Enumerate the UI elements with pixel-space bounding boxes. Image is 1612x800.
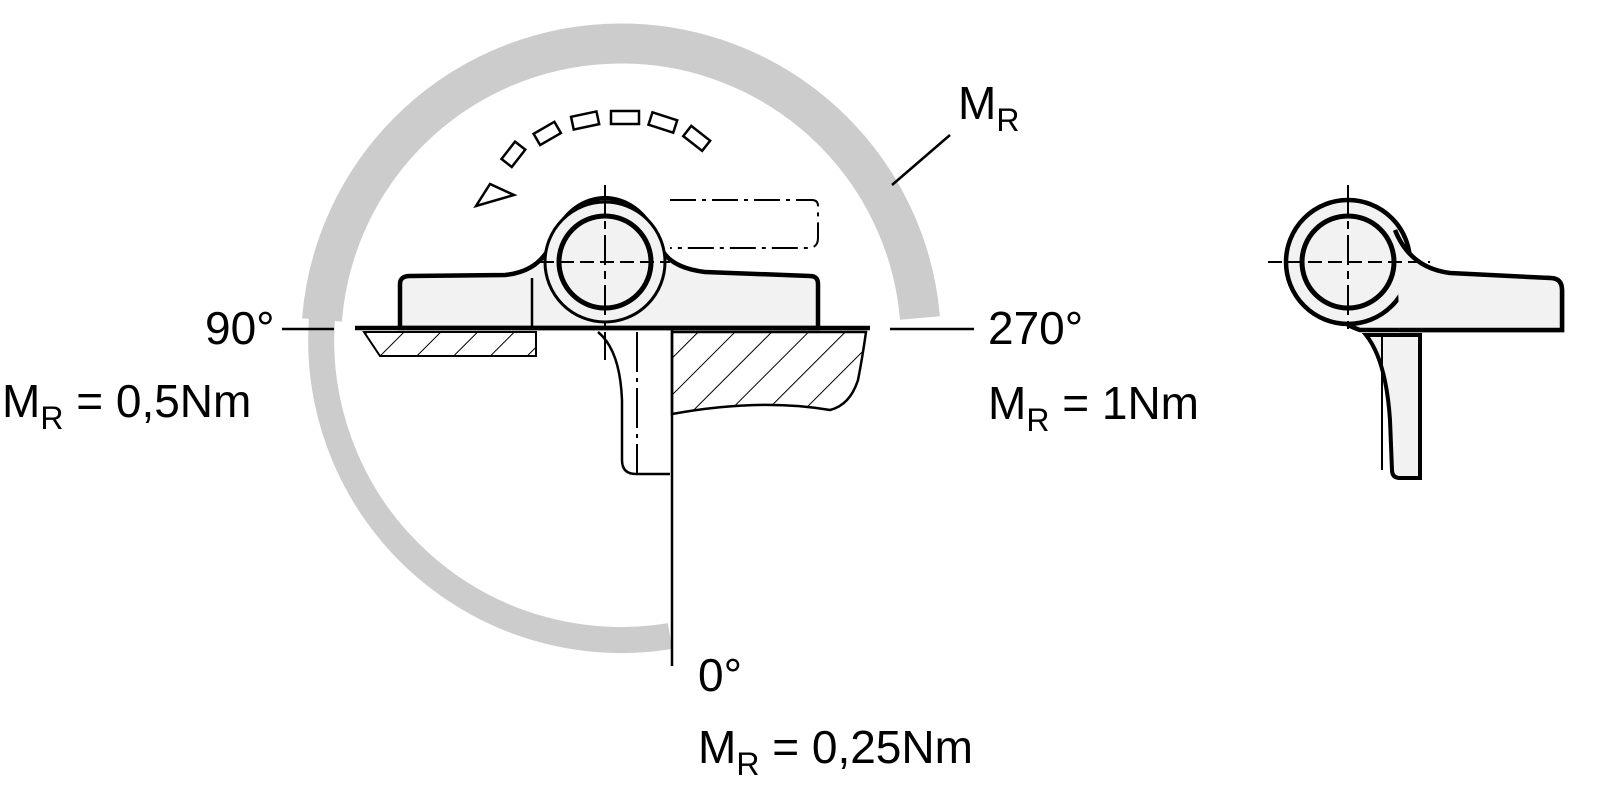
torque-subscript: R xyxy=(996,102,1020,138)
rotation-direction-arrow-icon xyxy=(473,109,712,209)
workpiece-section xyxy=(670,330,868,416)
torque-symbol: M xyxy=(958,77,997,129)
torque-subscript: R xyxy=(40,400,64,436)
torque-value: = 0,25Nm xyxy=(772,721,973,773)
torque-label-90: MR = 0,5Nm xyxy=(2,378,251,434)
lever-side-view xyxy=(1268,185,1565,480)
centerline-crosshair-icon xyxy=(540,185,670,330)
torque-value: = 1Nm xyxy=(1062,377,1199,429)
angle-90-text: 90° xyxy=(205,302,275,354)
torque-subscript: R xyxy=(736,746,760,782)
angle-0-text: 0° xyxy=(698,649,742,701)
torque-subscript: R xyxy=(1026,402,1050,438)
torque-arc-label: MR xyxy=(958,80,1019,136)
torque-arc xyxy=(302,23,940,653)
angle-label-90: 90° xyxy=(205,305,275,351)
torque-symbol: M xyxy=(698,721,737,773)
torque-label-270: MR = 1Nm xyxy=(988,380,1199,436)
torque-value: = 0,5Nm xyxy=(76,375,252,427)
torque-symbol: M xyxy=(2,375,41,427)
hatched-section-icon xyxy=(362,331,537,357)
torque-label-0: MR = 0,25Nm xyxy=(698,724,973,780)
angle-label-0: 0° xyxy=(698,652,742,698)
angle-270-text: 270° xyxy=(988,302,1084,354)
angle-label-270: 270° xyxy=(988,305,1083,351)
pin-shaft xyxy=(597,331,670,476)
torque-symbol: M xyxy=(988,377,1027,429)
torque-leader-line xyxy=(891,134,951,186)
